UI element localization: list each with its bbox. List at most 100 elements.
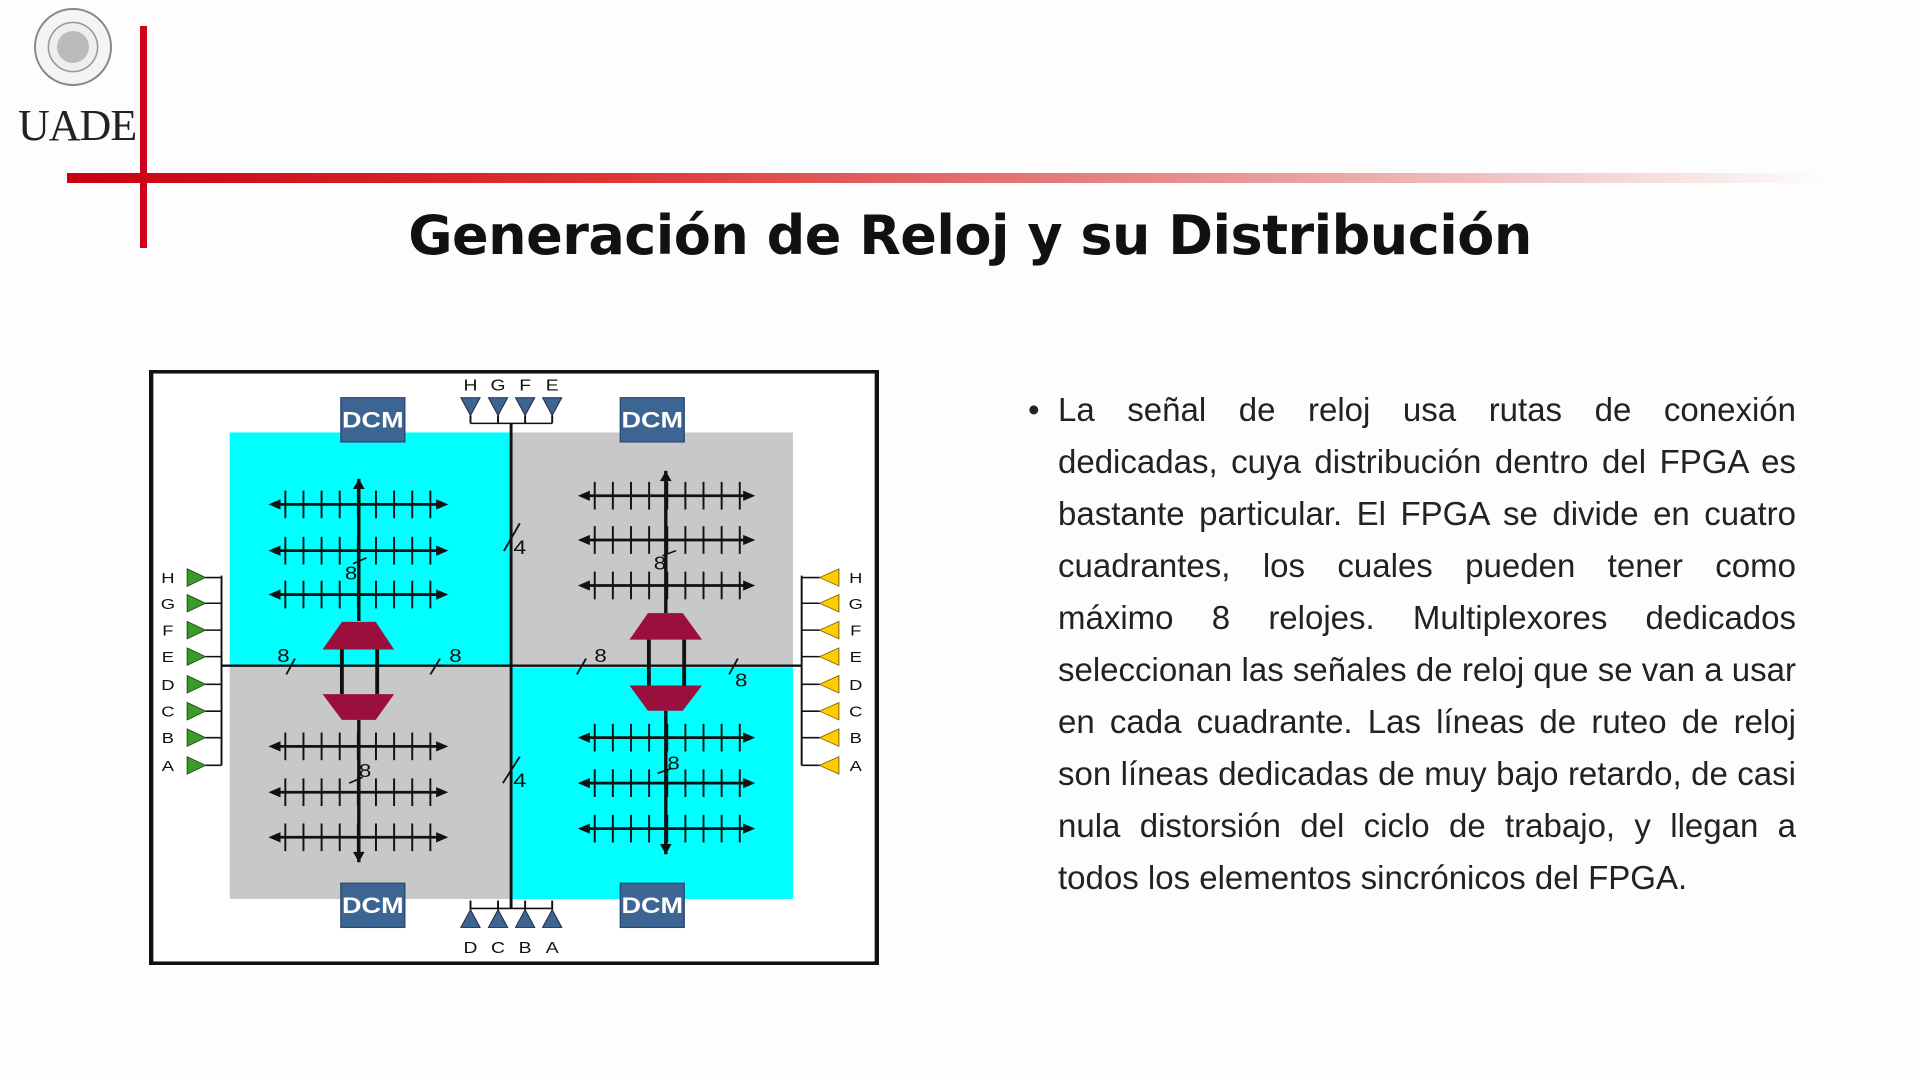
dcm-block xyxy=(340,397,406,443)
bottom-input-label: D xyxy=(464,939,478,957)
top-input-label: E xyxy=(546,376,559,394)
dcm-label: DCM xyxy=(621,894,683,918)
right-input-label: A xyxy=(850,757,863,774)
arrow-head-icon xyxy=(743,580,756,591)
bottom-input-label: B xyxy=(519,939,532,957)
clock-input-buffer-icon xyxy=(818,701,840,721)
clock-input-buffer-icon xyxy=(541,908,563,928)
clock-input-buffer-icon xyxy=(818,728,840,748)
bullet-marker: • xyxy=(1028,391,1040,428)
arrow-head-icon xyxy=(577,580,590,591)
clock-input-buffer-icon xyxy=(186,568,207,587)
bus-width-label: 4 xyxy=(513,538,526,559)
clock-input-buffer-icon xyxy=(186,728,207,748)
clock-input-buffer-icon xyxy=(487,397,509,417)
right-input-label: H xyxy=(849,570,862,587)
clock-input-buffer-icon xyxy=(487,908,509,928)
arrow-head-icon xyxy=(743,490,756,501)
clock-input-buffer-icon xyxy=(460,908,481,928)
right-input-label: F xyxy=(850,622,861,639)
clock-mux-top-left xyxy=(322,621,395,650)
arrow-head-icon xyxy=(353,851,365,863)
uade-logo: UADE xyxy=(18,8,137,150)
clock-input-buffer-icon xyxy=(818,620,840,640)
arrow-head-icon xyxy=(577,823,590,834)
clock-mux-bottom-right xyxy=(629,685,703,711)
arrow-head-icon xyxy=(436,499,449,510)
clock-input-buffer-icon xyxy=(186,674,207,694)
right-input-label: G xyxy=(849,595,863,612)
left-input-label: B xyxy=(162,730,174,747)
left-input-label: H xyxy=(161,570,174,587)
body-paragraph: La señal de reloj usa rutas de conexión … xyxy=(1058,391,1796,896)
clock-input-buffer-icon xyxy=(186,701,207,721)
arrow-head-icon xyxy=(268,499,281,510)
dcm-label: DCM xyxy=(342,894,404,918)
bus-width-label: 8 xyxy=(654,554,666,574)
clock-input-buffer-icon xyxy=(514,397,536,417)
arrow-head-icon xyxy=(353,478,365,489)
clock-input-buffer-icon xyxy=(818,593,840,613)
bus-width-label: 8 xyxy=(735,671,747,691)
arrow-head-icon xyxy=(436,589,449,600)
dcm-label: DCM xyxy=(342,409,404,433)
arrow-head-icon xyxy=(268,741,281,752)
clock-mux-bottom-left xyxy=(322,694,395,720)
clock-input-buffer-icon xyxy=(514,908,536,928)
right-input-label: E xyxy=(850,649,862,666)
right-input-label: D xyxy=(849,676,862,693)
clock-input-buffer-icon xyxy=(818,647,840,666)
clock-input-buffer-icon xyxy=(818,755,840,775)
right-input-label: C xyxy=(849,703,862,720)
arrow-head-icon xyxy=(268,545,281,556)
top-input-label: H xyxy=(464,376,478,394)
clock-input-buffer-icon xyxy=(460,397,481,417)
arrow-head-icon xyxy=(577,778,590,789)
bottom-input-label: A xyxy=(546,939,559,957)
top-input-label: F xyxy=(519,376,531,394)
logo-text: UADE xyxy=(18,101,137,150)
university-seal xyxy=(34,8,112,86)
clock-input-buffer-icon xyxy=(186,755,207,775)
arrow-head-icon xyxy=(268,832,281,843)
clock-input-buffer-icon xyxy=(541,397,563,417)
left-input-label: G xyxy=(161,595,175,612)
clock-input-buffer-icon xyxy=(186,647,207,667)
arrow-head-icon xyxy=(743,732,756,743)
bus-width-label: 8 xyxy=(277,647,289,667)
clock-input-buffer-icon xyxy=(818,568,840,587)
arrow-head-icon xyxy=(577,490,590,501)
bus-slash xyxy=(429,658,441,675)
bus-slash xyxy=(352,557,368,565)
clock-mux-top-right xyxy=(629,613,703,640)
bus-slash xyxy=(662,549,677,557)
arrow-head-icon xyxy=(436,832,449,843)
bus-width-label: 8 xyxy=(667,754,679,774)
arrow-head-icon xyxy=(660,470,672,482)
bus-width-label: 8 xyxy=(449,647,461,667)
left-input-label: C xyxy=(161,703,174,720)
arrow-head-icon xyxy=(268,589,281,600)
arrow-head-icon xyxy=(743,534,756,546)
bus-slash xyxy=(502,523,521,552)
dcm-block xyxy=(340,882,406,929)
bus-slash xyxy=(657,767,672,774)
arrow-head-icon xyxy=(436,545,449,556)
arrow-head-icon xyxy=(743,823,756,834)
arrow-head-icon xyxy=(436,787,449,798)
left-input-label: F xyxy=(162,622,173,639)
arrow-head-icon xyxy=(268,787,281,798)
bus-width-label: 8 xyxy=(594,647,606,667)
dcm-block xyxy=(619,882,685,929)
bus-slash xyxy=(348,776,364,784)
dcm-label: DCM xyxy=(621,409,683,433)
arrow-head-icon xyxy=(743,778,756,789)
red-horizontal-rule xyxy=(67,173,1827,183)
left-input-label: A xyxy=(162,757,175,774)
bus-slash xyxy=(285,658,296,675)
arrow-head-icon xyxy=(577,534,590,546)
bus-slash xyxy=(502,756,521,784)
bus-width-label: 4 xyxy=(513,771,526,792)
arrow-head-icon xyxy=(577,732,590,743)
